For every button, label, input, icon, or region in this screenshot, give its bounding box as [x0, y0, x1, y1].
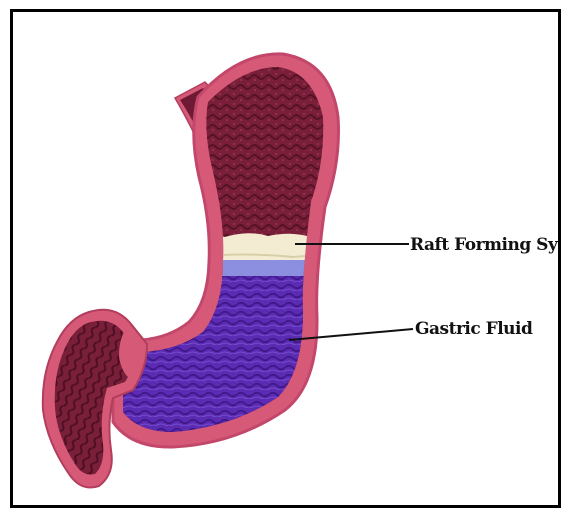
gastric-fluid-label: Gastric Fluid — [415, 319, 533, 339]
figure-frame: Raft Forming System Gastric Fluid — [10, 9, 561, 508]
raft-forming-system-label: Raft Forming System — [410, 235, 558, 255]
stomach-diagram: Raft Forming System Gastric Fluid — [13, 12, 558, 505]
